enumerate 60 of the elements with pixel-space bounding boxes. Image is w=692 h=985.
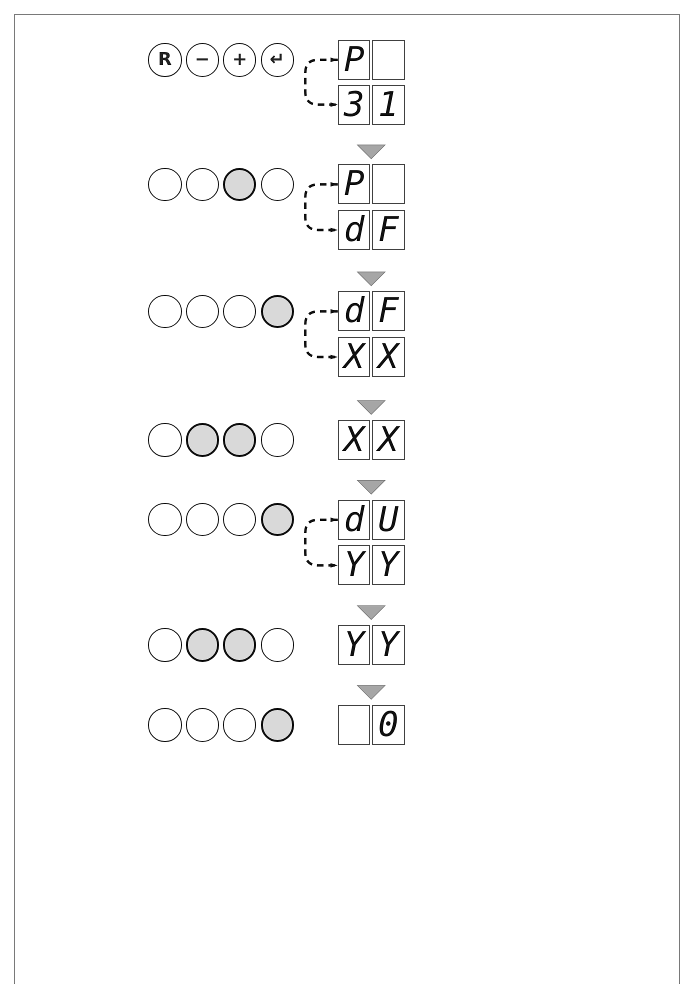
- dashed-arrow: [304, 309, 338, 360]
- display-digit: d: [338, 210, 370, 250]
- display-digit: P: [338, 40, 370, 80]
- display-digit: P: [338, 164, 370, 204]
- dashed-arrow: [304, 182, 338, 232]
- display-digit: X: [372, 337, 405, 377]
- key: R: [148, 43, 182, 77]
- dashed-arrow: [304, 58, 338, 107]
- pressed-key: [223, 423, 256, 457]
- key: [148, 503, 182, 536]
- key: [223, 708, 256, 742]
- display-digit: X: [338, 337, 370, 377]
- key: [260, 423, 294, 457]
- step-triangle: [356, 480, 386, 495]
- step-triangle: [356, 605, 386, 620]
- key: [260, 168, 294, 202]
- display-digit: Y: [372, 625, 405, 666]
- display-digit: X: [338, 420, 370, 460]
- step-triangle: [356, 685, 386, 700]
- blank-display-digit: [372, 164, 405, 204]
- key: [223, 294, 256, 328]
- display-digit: F: [372, 291, 405, 332]
- pressed-key: [260, 294, 294, 328]
- display-digit: 3: [338, 84, 370, 125]
- dashed-arrow: [304, 518, 338, 568]
- display-digit: Y: [338, 625, 370, 666]
- pressed-key: [186, 628, 219, 662]
- display-digit: d: [338, 500, 370, 540]
- blank-display-digit: [338, 705, 370, 745]
- key: +: [223, 43, 256, 77]
- display-digit: F: [372, 210, 405, 250]
- key: ↵: [260, 43, 294, 77]
- display-digit: 1: [372, 84, 405, 125]
- pressed-key: [186, 423, 219, 457]
- pressed-key: [223, 628, 256, 662]
- key: [186, 294, 219, 328]
- key: [148, 708, 182, 742]
- key: [148, 168, 182, 202]
- blank-display-digit: [372, 40, 405, 80]
- pressed-key: [260, 708, 294, 742]
- display-digit: d: [338, 291, 370, 332]
- display-digit: X: [372, 420, 405, 460]
- step-triangle: [356, 144, 386, 160]
- pressed-key: [223, 168, 256, 202]
- key: [260, 628, 294, 662]
- key: [186, 503, 219, 536]
- pressed-key: [260, 503, 294, 536]
- display-digit: Y: [372, 545, 405, 586]
- key: [186, 168, 219, 202]
- key: [223, 503, 256, 536]
- key: [148, 423, 182, 457]
- display-digit: U: [372, 500, 405, 540]
- key: −: [186, 43, 219, 77]
- key: [148, 294, 182, 328]
- step-triangle: [356, 272, 386, 286]
- display-digit: Y: [338, 545, 370, 586]
- step-triangle: [356, 400, 386, 415]
- key: [186, 708, 219, 742]
- key: [148, 628, 182, 662]
- display-digit: 0: [372, 705, 405, 745]
